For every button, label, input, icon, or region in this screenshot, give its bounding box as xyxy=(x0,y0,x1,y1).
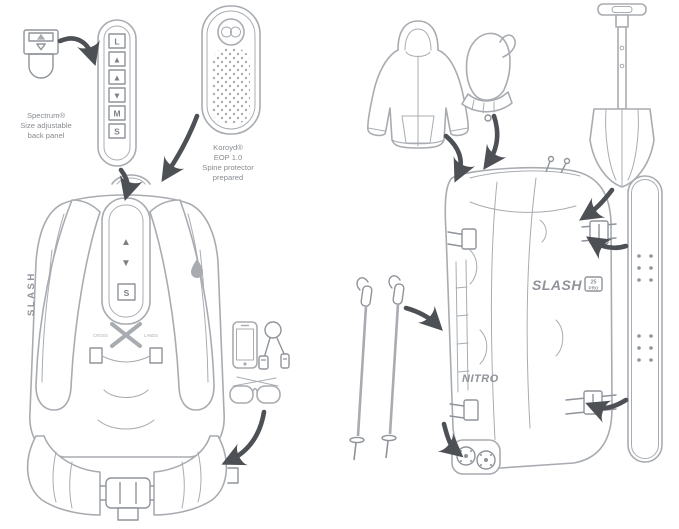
right-pack-brand: SLASH xyxy=(532,277,582,293)
spectrum-label-line1: Spectrum® xyxy=(27,111,65,120)
size-strip-boxes: L ▲ ▲ ▼ M S xyxy=(108,33,126,139)
arrow-koroyd-to-pack xyxy=(161,113,200,183)
daisy-chain xyxy=(455,259,470,393)
arrow-accessories-to-hipbelt xyxy=(221,409,267,466)
strip-letter-3: ▲ xyxy=(113,73,121,83)
koroyd-label: Koroyd® EOP 1.0 Spine protector prepared xyxy=(202,143,254,182)
arrow-pack-to-accessory xyxy=(437,421,464,458)
arrow-strip-to-pack xyxy=(118,167,143,202)
gear-loop xyxy=(227,467,239,484)
strip-letter-1: L xyxy=(114,37,119,47)
adjustable-panel-icon xyxy=(23,29,59,79)
koroyd-label-line1: Koroyd® xyxy=(213,143,243,152)
strip-letter-6: S xyxy=(114,127,120,137)
spectrum-label-line2: Size adjustable xyxy=(20,121,72,130)
strip-letter-2: ▲ xyxy=(113,55,121,65)
koroyd-label-line3: Spine protector xyxy=(202,163,254,172)
upper-left-strap xyxy=(447,228,477,250)
koroyd-pad-icon xyxy=(201,5,261,135)
shoulder-straps xyxy=(35,199,215,411)
arrow-shovel-to-pack xyxy=(579,187,615,221)
spectrum-label: Spectrum® Size adjustable back panel xyxy=(20,111,72,140)
hydration-drop-icon xyxy=(191,259,203,278)
koroyd-label-line4: prepared xyxy=(213,173,243,182)
arrow-poles-to-pack xyxy=(403,305,443,331)
spectrum-label-line3: back panel xyxy=(28,131,65,140)
backpack-front-view: SLASH 25 PRO NITRO xyxy=(444,155,617,475)
ski-poles-icon xyxy=(349,275,405,461)
front-pack-body xyxy=(444,166,613,469)
hip-buckle xyxy=(100,477,154,521)
annotation-arrows xyxy=(57,36,629,466)
hip-belt xyxy=(26,435,239,521)
emblem-text-left: CROSS xyxy=(93,333,108,338)
bottom-accessory-mount xyxy=(451,439,501,475)
left-pack-brand: SLASH xyxy=(26,271,37,316)
emblem-text-right: LANDS xyxy=(144,333,158,338)
size-strip: L ▲ ▲ ▼ M S xyxy=(97,19,137,167)
arrow-hoodie-to-pack xyxy=(443,133,476,183)
arrow-board-to-upper-strap xyxy=(586,236,629,260)
arrow-mitten-to-pack xyxy=(483,113,507,170)
hoodie-icon xyxy=(367,20,469,149)
phone-icon xyxy=(232,321,258,369)
zipper-pulls xyxy=(545,155,571,174)
shovel-icon xyxy=(589,3,655,188)
strip-letter-4: ▼ xyxy=(113,91,121,101)
sunglasses-icon xyxy=(229,376,281,404)
lower-left-strap xyxy=(449,399,479,421)
slash-logo: SLASH 25 PRO xyxy=(532,276,603,293)
snowboard-icon xyxy=(627,175,663,463)
arrow-panel-to-strip xyxy=(57,36,100,66)
mitten-icon xyxy=(461,32,516,122)
strip-letter-5: M xyxy=(113,109,120,119)
nitro-logo: NITRO xyxy=(462,373,499,385)
arrow-board-to-lower-strap xyxy=(585,397,629,423)
sternum-strap xyxy=(89,347,163,364)
badge-top: 25 xyxy=(590,280,596,286)
backpack-back-view: ▲ ▼ S SLASH CROSS LANDS xyxy=(26,174,239,521)
back-panel-channel: ▲ ▼ S xyxy=(101,197,151,325)
badge-bottom: PRO xyxy=(589,286,599,291)
panel-size-letter: S xyxy=(124,288,130,298)
x-emblem: CROSS LANDS xyxy=(93,322,158,348)
koroyd-label-line2: EOP 1.0 xyxy=(214,153,243,162)
panel-up-arrow: ▲ xyxy=(121,237,131,248)
panel-down-arrow: ▼ xyxy=(121,258,131,269)
keys-icon xyxy=(258,321,290,370)
